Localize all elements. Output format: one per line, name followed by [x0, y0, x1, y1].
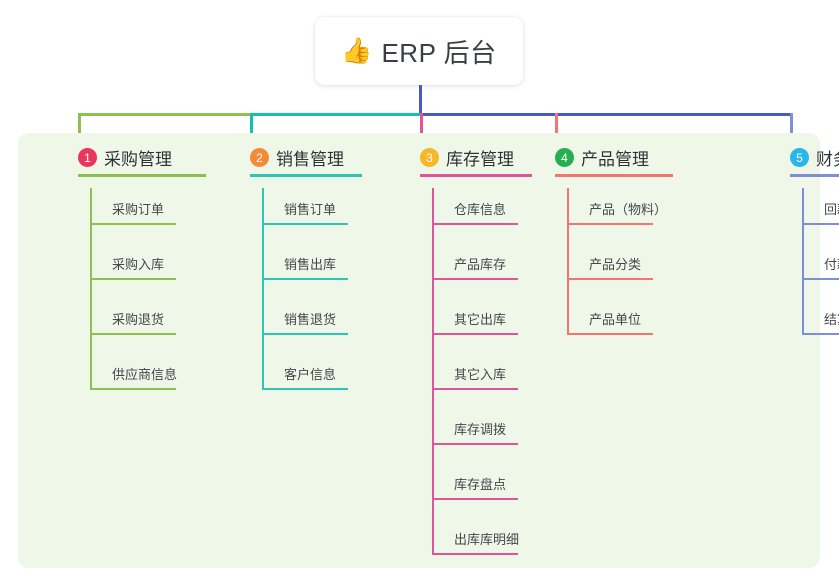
column-spine — [567, 188, 569, 335]
column-title: 产品管理 — [581, 150, 649, 169]
column-spine — [802, 188, 804, 335]
leaf-item-label: 采购退货 — [112, 312, 165, 327]
column-title: 财务管理 — [816, 150, 839, 169]
leaf-item-rule — [567, 223, 653, 225]
column-title: 采购管理 — [104, 150, 172, 169]
leaf-item[interactable]: 供应商信息 — [90, 353, 178, 390]
leaf-item-rule — [262, 223, 348, 225]
leaf-item[interactable]: 产品单位 — [567, 298, 653, 335]
leaf-item-rule — [802, 278, 839, 280]
leaf-item-rule — [432, 443, 518, 445]
leaf-item[interactable]: 库存调拨 — [432, 408, 518, 445]
column-header-1[interactable]: 1 采购管理 — [78, 145, 172, 170]
leaf-item-rule — [432, 223, 518, 225]
leaf-item-label: 其它入库 — [454, 367, 507, 382]
leaf-item[interactable]: 销售出库 — [262, 243, 348, 280]
leaf-item-rule — [432, 333, 518, 335]
leaf-item-label: 客户信息 — [284, 367, 337, 382]
leaf-item[interactable]: 出库库明细 — [432, 518, 520, 555]
leaf-item-label: 采购入库 — [112, 257, 165, 272]
leaf-item-rule — [567, 278, 653, 280]
column-header-rule — [420, 174, 532, 177]
leaf-item-rule — [90, 278, 176, 280]
leaf-item-label: 销售订单 — [284, 202, 337, 217]
leaf-item-label: 仓库信息 — [454, 202, 507, 217]
leaf-item[interactable]: 销售订单 — [262, 188, 348, 225]
leaf-item-rule — [90, 333, 176, 335]
column-badge-1: 1 — [78, 148, 97, 167]
leaf-item-label: 产品库存 — [454, 257, 507, 272]
column-title: 销售管理 — [276, 150, 344, 169]
column-header-3[interactable]: 3 库存管理 — [420, 145, 514, 170]
leaf-item-label: 出库库明细 — [454, 532, 520, 547]
leaf-item-label: 产品单位 — [589, 312, 642, 327]
column-badge-5: 5 — [790, 148, 809, 167]
leaf-item-label: 采购订单 — [112, 202, 165, 217]
leaf-item[interactable]: 仓库信息 — [432, 188, 518, 225]
leaf-item-rule — [802, 223, 839, 225]
leaf-item-rule — [432, 388, 518, 390]
leaf-item[interactable]: 其它出库 — [432, 298, 518, 335]
column-header-5[interactable]: 5 财务管理 — [790, 145, 839, 170]
column-badge-4: 4 — [555, 148, 574, 167]
leaf-item-label: 产品（物料） — [589, 202, 668, 217]
column-header-2[interactable]: 2 销售管理 — [250, 145, 344, 170]
leaf-item[interactable]: 其它入库 — [432, 353, 518, 390]
leaf-item[interactable]: 采购订单 — [90, 188, 176, 225]
root-node-card[interactable]: 👍 ERP 后台 — [315, 17, 523, 85]
column-spine — [90, 188, 92, 390]
leaf-item[interactable]: 采购入库 — [90, 243, 176, 280]
leaf-item[interactable]: 产品分类 — [567, 243, 653, 280]
thumbs-up-icon: 👍 — [341, 36, 373, 65]
leaf-item-rule — [90, 223, 176, 225]
leaf-item-label: 供应商信息 — [112, 367, 178, 382]
leaf-item-rule — [567, 333, 653, 335]
leaf-item-label: 回款单 — [824, 202, 839, 217]
leaf-item-label: 其它出库 — [454, 312, 507, 327]
leaf-item[interactable]: 销售退货 — [262, 298, 348, 335]
column-header-rule — [78, 174, 206, 177]
leaf-item-label: 销售退货 — [284, 312, 337, 327]
column-spine — [262, 188, 264, 390]
column-header-rule — [790, 174, 839, 177]
leaf-item-rule — [432, 498, 518, 500]
leaf-item-label: 付款单 — [824, 257, 839, 272]
leaf-item[interactable]: 采购退货 — [90, 298, 176, 335]
leaf-item-label: 结算账户 — [824, 312, 839, 327]
leaf-item[interactable]: 结算账户 — [802, 298, 839, 335]
leaf-item[interactable]: 回款单 — [802, 188, 839, 225]
leaf-item-rule — [432, 278, 518, 280]
leaf-item-rule — [432, 553, 518, 555]
leaf-item[interactable]: 产品（物料） — [567, 188, 667, 225]
branches-panel: 1 采购管理采购订单采购入库采购退货供应商信息 2 销售管理销售订单销售出库销售退货客… — [18, 133, 839, 568]
leaf-item[interactable]: 产品库存 — [432, 243, 518, 280]
bar-segment-2 — [250, 113, 420, 116]
leaf-item[interactable]: 库存盘点 — [432, 463, 518, 500]
leaf-item-label: 产品分类 — [589, 257, 642, 272]
leaf-item-rule — [90, 388, 176, 390]
column-spine — [432, 188, 434, 555]
column-header-4[interactable]: 4 产品管理 — [555, 145, 649, 170]
bar-segment-3 — [420, 113, 793, 116]
leaf-item-rule — [802, 333, 839, 335]
leaf-item-rule — [262, 388, 348, 390]
column-badge-2: 2 — [250, 148, 269, 167]
leaf-item-rule — [262, 278, 348, 280]
column-badge-3: 3 — [420, 148, 439, 167]
leaf-item-label: 库存调拨 — [454, 422, 507, 437]
leaf-item-label: 库存盘点 — [454, 477, 507, 492]
column-header-rule — [250, 174, 362, 177]
column-header-rule — [555, 174, 673, 177]
leaf-item[interactable]: 客户信息 — [262, 353, 348, 390]
root-node-title: ERP 后台 — [381, 37, 497, 68]
leaf-item[interactable]: 付款单 — [802, 243, 839, 280]
leaf-item-label: 销售出库 — [284, 257, 337, 272]
bar-segment-1 — [78, 113, 253, 116]
leaf-item-rule — [262, 333, 348, 335]
trunk-line — [419, 85, 422, 116]
column-title: 库存管理 — [446, 150, 514, 169]
